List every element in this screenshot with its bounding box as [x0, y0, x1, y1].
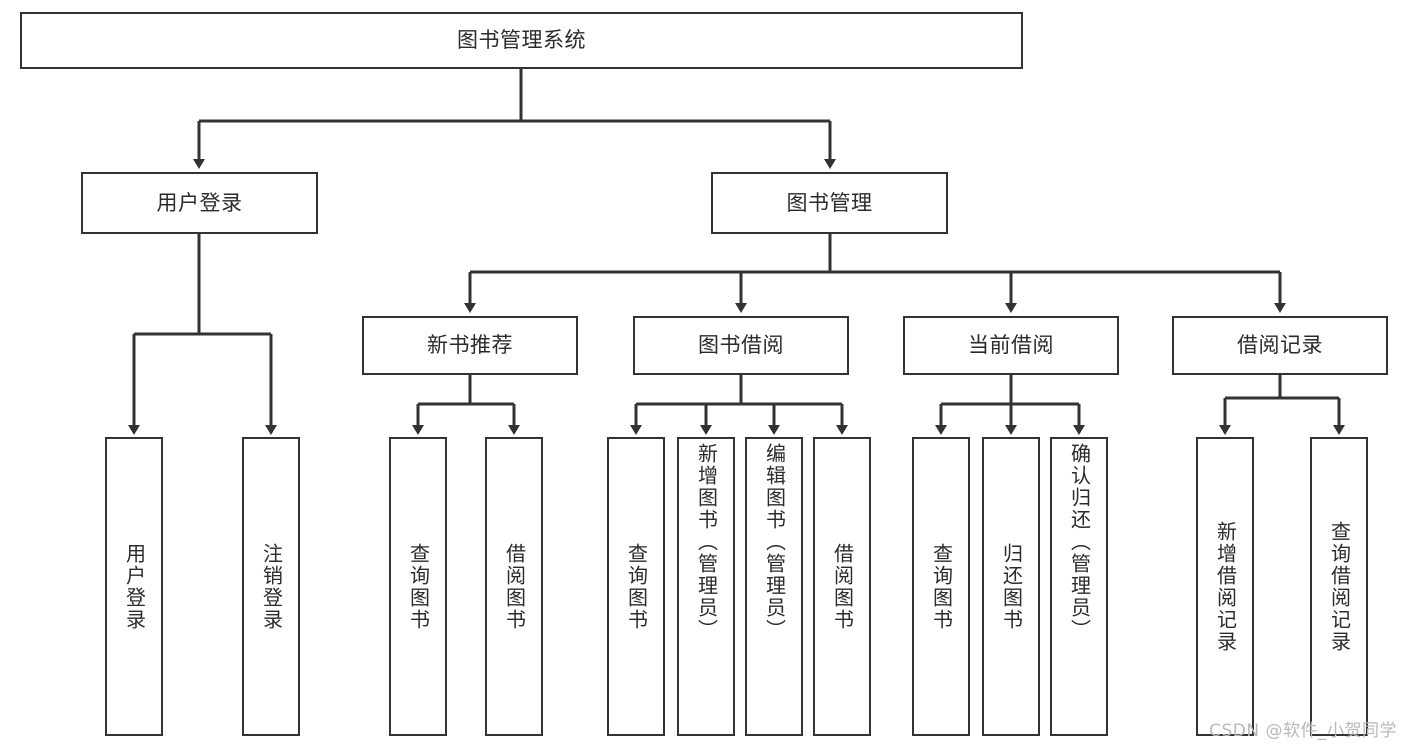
node-user-login-label: 用户登录: [156, 190, 243, 215]
node-user-login[interactable]: 用户登录: [81, 172, 318, 234]
leaf-borrow-book-1-label: 借阅图书: [502, 542, 527, 631]
leaf-logout-label: 注销登录: [259, 542, 284, 631]
csdn-watermark: CSDN @软件_小贺同学: [1209, 721, 1397, 741]
leaf-user-login-label: 用户登录: [122, 542, 147, 631]
node-new-book-rec-label: 新书推荐: [427, 333, 513, 358]
leaf-edit-book-label: 编辑图书（管理员）: [762, 443, 787, 641]
leaf-add-book-label: 新增图书（管理员）: [694, 443, 719, 641]
leaf-query-book-2[interactable]: 查询图书: [607, 437, 665, 736]
node-root-label: 图书管理系统: [457, 28, 586, 53]
leaf-edit-book[interactable]: 编辑图书（管理员）: [745, 437, 803, 736]
node-current-borrow-label: 当前借阅: [968, 333, 1054, 358]
node-book-borrow[interactable]: 图书借阅: [633, 316, 849, 375]
leaf-borrow-book-2[interactable]: 借阅图书: [813, 437, 871, 736]
leaf-borrow-book-2-label: 借阅图书: [830, 542, 855, 631]
node-borrow-record-label: 借阅记录: [1237, 333, 1323, 358]
leaf-add-book[interactable]: 新增图书（管理员）: [677, 437, 735, 736]
leaf-confirm-return-label: 确认归还（管理员）: [1067, 443, 1092, 641]
leaf-query-record-label: 查询借阅记录: [1327, 520, 1352, 653]
node-book-borrow-label: 图书借阅: [698, 333, 784, 358]
leaf-query-book-3-label: 查询图书: [929, 542, 954, 631]
node-current-borrow[interactable]: 当前借阅: [903, 316, 1119, 375]
leaf-return-book[interactable]: 归还图书: [982, 437, 1040, 736]
leaf-add-record-label: 新增借阅记录: [1213, 520, 1238, 653]
leaf-confirm-return[interactable]: 确认归还（管理员）: [1050, 437, 1108, 736]
node-borrow-record[interactable]: 借阅记录: [1172, 316, 1388, 375]
leaf-return-book-label: 归还图书: [999, 542, 1024, 631]
leaf-add-record[interactable]: 新增借阅记录: [1196, 437, 1254, 736]
leaf-query-book-1[interactable]: 查询图书: [389, 437, 447, 736]
leaf-query-record[interactable]: 查询借阅记录: [1310, 437, 1368, 736]
node-book-manage[interactable]: 图书管理: [711, 172, 948, 234]
node-new-book-rec[interactable]: 新书推荐: [362, 316, 578, 375]
leaf-user-login[interactable]: 用户登录: [105, 437, 163, 736]
leaf-borrow-book-1[interactable]: 借阅图书: [485, 437, 543, 736]
leaf-query-book-3[interactable]: 查询图书: [912, 437, 970, 736]
node-book-manage-label: 图书管理: [786, 190, 873, 215]
leaf-query-book-1-label: 查询图书: [406, 542, 431, 631]
leaf-query-book-2-label: 查询图书: [624, 542, 649, 631]
node-root[interactable]: 图书管理系统: [20, 12, 1023, 69]
leaf-logout[interactable]: 注销登录: [242, 437, 300, 736]
